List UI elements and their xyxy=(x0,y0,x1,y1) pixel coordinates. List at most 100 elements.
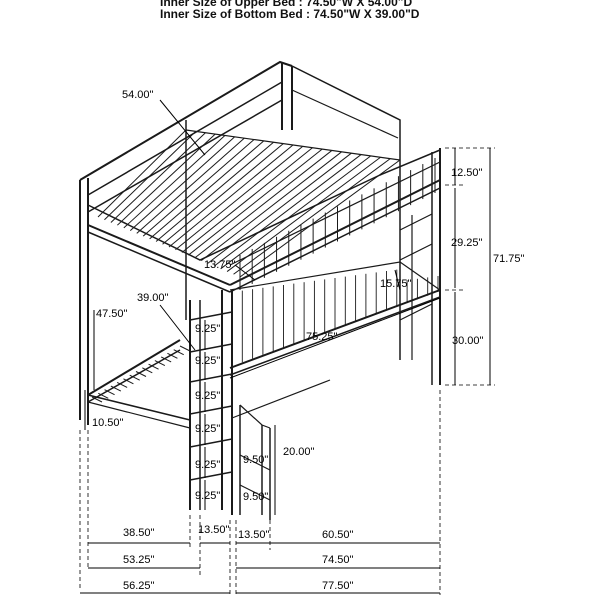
lower-slat xyxy=(148,363,159,370)
lower-slat xyxy=(110,385,122,392)
upper-slat xyxy=(239,159,401,278)
label-row1-c: 13.50" xyxy=(238,529,270,541)
upper-slat xyxy=(149,140,265,240)
upper-rail-left-3 xyxy=(87,99,283,213)
label-step-1: 9.25" xyxy=(195,323,220,335)
label-total-height: 71.75" xyxy=(493,253,525,265)
upper-slat xyxy=(123,135,226,229)
upper-slat xyxy=(175,145,304,251)
label-step-4: 9.25" xyxy=(195,423,220,435)
shelf-rung-2 xyxy=(239,484,271,501)
label-row2-a: 53.25" xyxy=(123,554,155,566)
lower-front-edge-2 xyxy=(87,349,181,403)
lower-side-edge xyxy=(87,394,191,421)
label-step-6: 9.25" xyxy=(195,490,220,502)
upper-front-edge xyxy=(87,224,231,286)
upper-slat xyxy=(181,147,313,253)
guard-rail-top xyxy=(87,149,441,261)
upper-rail-left-2 xyxy=(87,81,283,196)
label-slat-gap: 13.75" xyxy=(204,259,236,271)
shelf-board xyxy=(231,379,331,419)
label-row3-a: 56.25" xyxy=(123,580,155,592)
lower-slat xyxy=(142,367,153,374)
lower-side-edge-2 xyxy=(87,401,191,429)
upper-slat xyxy=(110,132,206,223)
dimension-labels: 54.00" 12.50" 29.25" 71.75" 30.00" 15.75… xyxy=(92,89,525,592)
lower-slat xyxy=(116,381,128,388)
label-guard-height: 12.50" xyxy=(451,167,483,179)
upper-slat xyxy=(220,155,372,270)
upper-slat xyxy=(168,144,294,248)
lower-slat xyxy=(179,345,191,352)
label-desk-depth: 15.75" xyxy=(380,278,412,290)
upper-slat xyxy=(188,148,323,256)
dim-desk-length xyxy=(229,297,441,379)
lower-slat xyxy=(129,374,140,381)
shelf-rung-1 xyxy=(239,454,271,471)
bottom-bed-size-label: Inner Size of Bottom Bed : 74.50"W X 39.… xyxy=(160,7,420,21)
leader-lower-depth xyxy=(159,304,196,351)
leader-upper-depth xyxy=(159,99,206,156)
upper-slat xyxy=(142,139,255,237)
desk-back-edge xyxy=(229,261,441,291)
lower-slat xyxy=(160,356,172,363)
upper-slat xyxy=(233,158,391,275)
label-shelf-step-1: 9.50" xyxy=(243,454,268,466)
label-lower-leg: 10.50" xyxy=(92,417,124,429)
lower-slat xyxy=(123,378,134,385)
upper-slat xyxy=(213,154,362,267)
label-desk-length: 75.25" xyxy=(306,331,338,343)
upper-slat xyxy=(162,143,284,245)
upper-slat xyxy=(136,137,245,234)
lower-slat xyxy=(154,360,166,367)
label-lower-depth: 39.00" xyxy=(137,292,169,304)
upper-slat xyxy=(200,151,342,262)
lower-slat xyxy=(173,349,184,356)
leader-slat-gap xyxy=(234,264,256,281)
upper-slat xyxy=(194,150,333,259)
label-row1-d: 60.50" xyxy=(322,529,354,541)
upper-back-rail-2 xyxy=(291,89,399,139)
lower-slat xyxy=(98,392,109,399)
label-step-2: 9.25" xyxy=(195,355,220,367)
bed-frame xyxy=(79,60,441,520)
upper-slat xyxy=(104,131,197,221)
guard-bars xyxy=(239,158,436,290)
label-upper-to-desk: 29.25" xyxy=(451,237,483,249)
lower-front-edge xyxy=(87,339,181,396)
lower-slats xyxy=(91,345,191,403)
step-tread xyxy=(189,343,233,353)
lower-slat xyxy=(167,352,178,359)
label-row3-b: 77.50" xyxy=(322,580,354,592)
upper-slat xyxy=(129,136,235,232)
upper-top-rail-left xyxy=(79,60,293,181)
label-upper-depth: 54.00" xyxy=(122,89,154,101)
label-desk-height: 30.00" xyxy=(452,335,484,347)
step-tread xyxy=(189,405,233,415)
upper-side-edge-2 xyxy=(229,187,441,293)
leader-desk-depth xyxy=(394,269,401,291)
upper-slat xyxy=(97,129,187,218)
upper-slats xyxy=(97,129,401,278)
step-tread xyxy=(189,373,233,383)
ladder-rung-3 xyxy=(399,303,433,321)
upper-back-rail xyxy=(291,65,401,160)
extension-lines xyxy=(79,147,495,595)
upper-side-edge xyxy=(229,179,441,286)
ladder-rung-1 xyxy=(399,213,433,231)
label-step-3: 9.25" xyxy=(195,390,220,402)
guard-rail-mid xyxy=(229,161,441,266)
lower-slat xyxy=(135,371,147,377)
step-tread xyxy=(189,438,233,448)
label-shelf-height: 20.00" xyxy=(283,446,315,458)
upper-front-edge-2 xyxy=(87,231,231,293)
label-step-5: 9.25" xyxy=(195,459,220,471)
desk-front-edge-2 xyxy=(229,296,441,376)
lower-slat xyxy=(91,396,103,403)
ladder-rung-2 xyxy=(399,243,433,261)
step-treads xyxy=(189,311,233,481)
label-lower-clearance: 47.50" xyxy=(96,308,128,320)
dimension-lines xyxy=(80,99,491,594)
label-row2-b: 74.50" xyxy=(322,554,354,566)
